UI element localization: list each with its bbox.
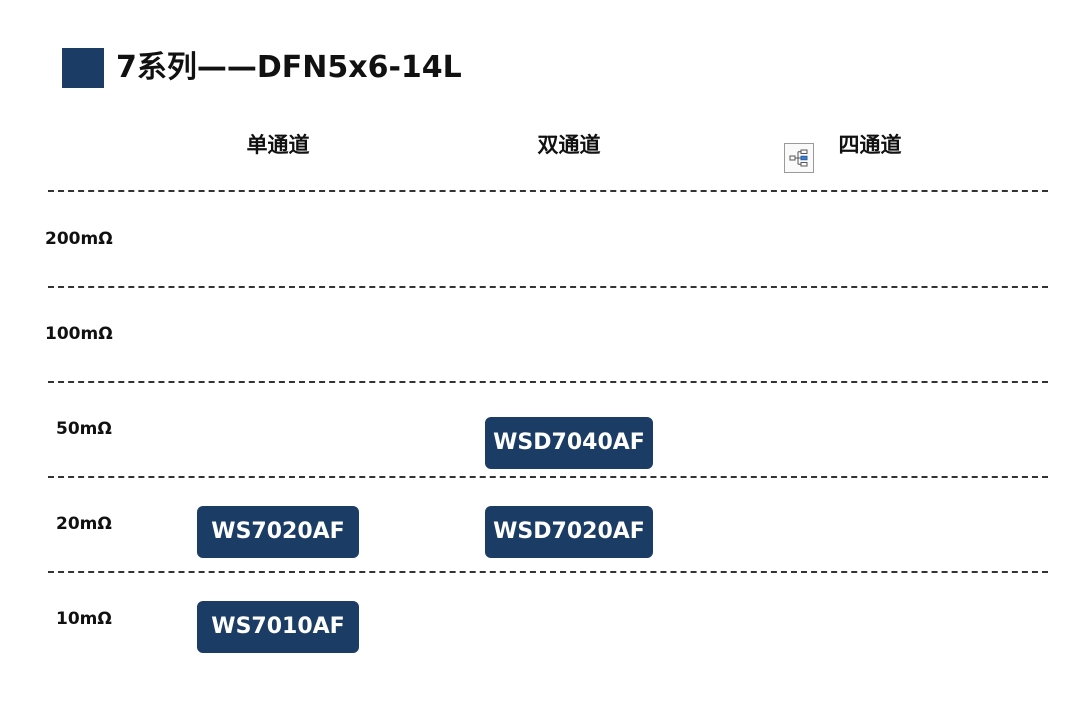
row-label-20mohm: 20mΩ	[56, 514, 112, 534]
row-divider	[48, 381, 1048, 383]
page-title: 7系列——DFN5x6-14L	[116, 50, 462, 85]
row-label-200mohm: 200mΩ	[45, 229, 113, 249]
row-divider	[48, 190, 1048, 192]
org-chart-icon[interactable]	[784, 143, 814, 173]
row-label-10mohm: 10mΩ	[56, 609, 112, 629]
part-chip-ws7020af[interactable]: WS7020AF	[197, 506, 359, 558]
column-header-dual-channel: 双通道	[537, 133, 601, 157]
column-header-single-channel: 单通道	[246, 133, 310, 157]
row-divider	[48, 476, 1048, 478]
part-chip-wsd7040af[interactable]: WSD7040AF	[485, 417, 653, 469]
part-chip-wsd7020af[interactable]: WSD7020AF	[485, 506, 653, 558]
column-header-quad-channel: 四通道	[838, 133, 902, 157]
row-divider	[48, 286, 1048, 288]
title-marker	[62, 48, 104, 88]
part-chip-ws7010af[interactable]: WS7010AF	[197, 601, 359, 653]
org-chart-icon-graphic	[789, 149, 808, 167]
row-label-50mohm: 50mΩ	[56, 419, 112, 439]
row-label-100mohm: 100mΩ	[45, 324, 113, 344]
row-divider	[48, 571, 1048, 573]
